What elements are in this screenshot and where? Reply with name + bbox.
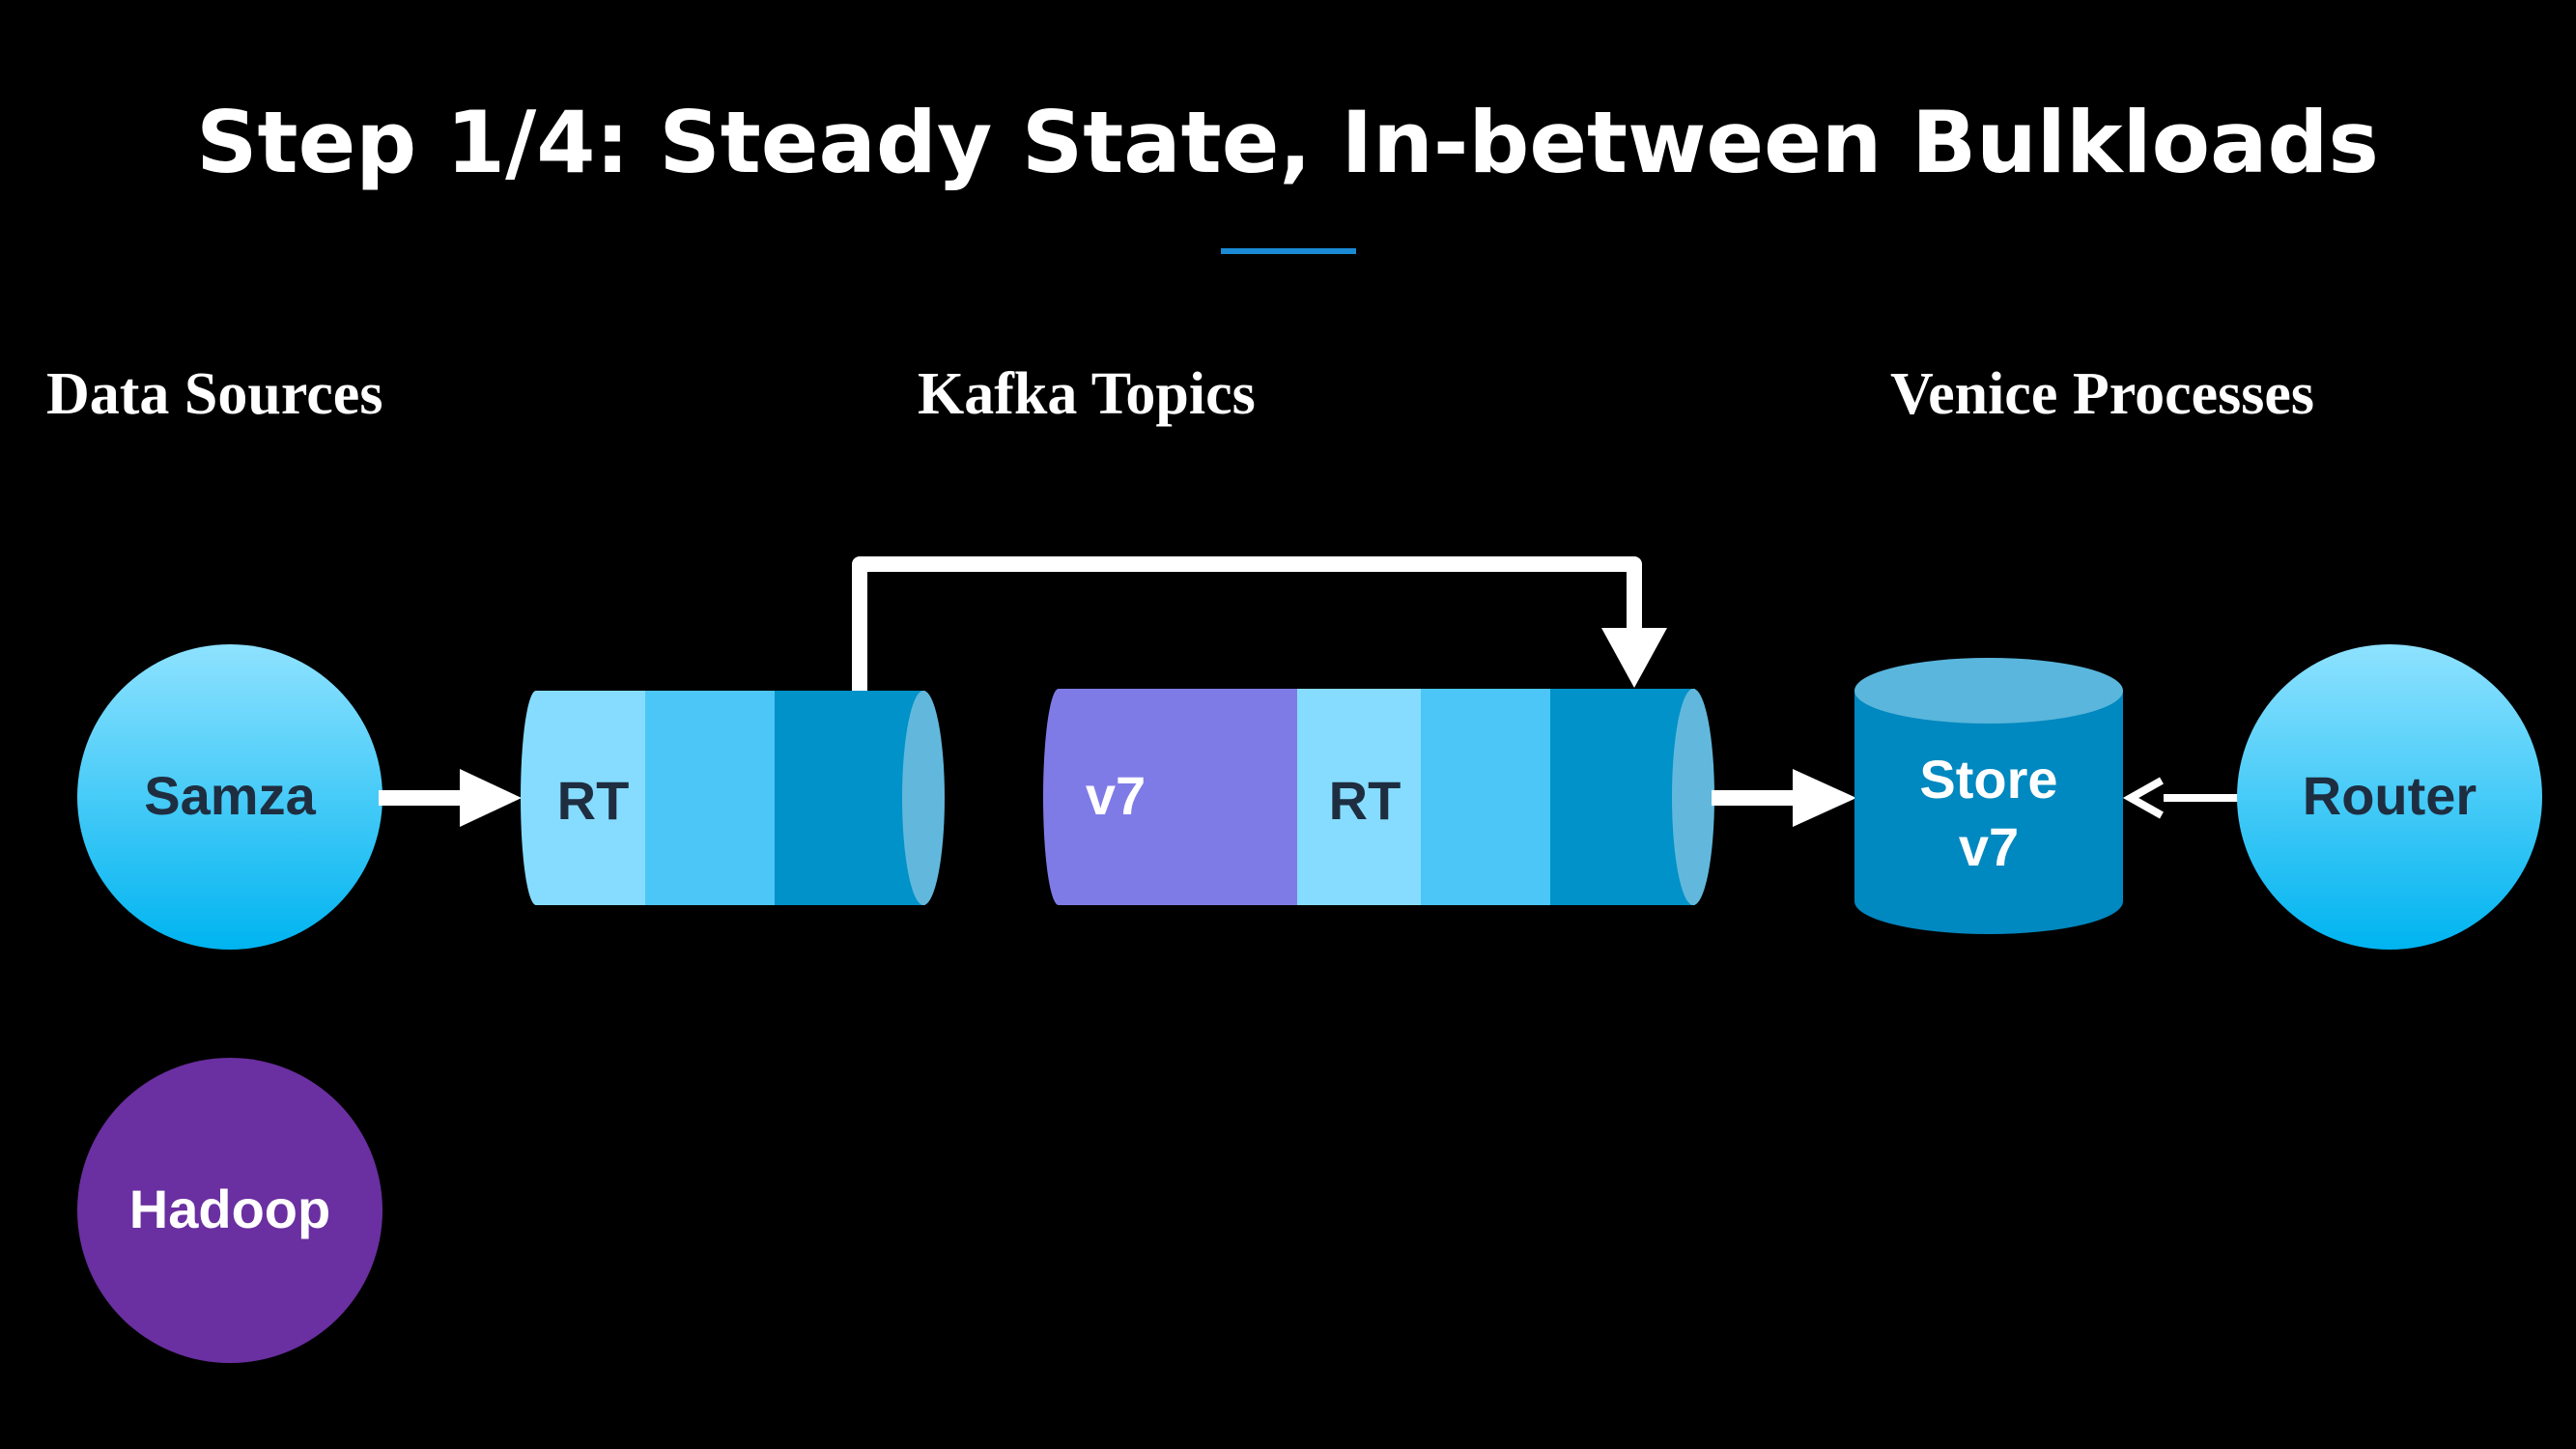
rt-cylinder-cap xyxy=(902,691,945,905)
samza-node: Samza xyxy=(77,644,382,950)
v7-cylinder-cap xyxy=(1672,689,1714,905)
v7-topic-cylinder: v7 RT xyxy=(1043,689,1714,905)
v7-rt-segment-1 xyxy=(1297,689,1423,905)
section-venice-processes: Venice Processes xyxy=(1890,361,2314,427)
store-body xyxy=(1854,691,2123,901)
section-kafka-topics: Kafka Topics xyxy=(918,361,1256,427)
router-node: Router xyxy=(2237,644,2542,950)
v7-segment xyxy=(1043,689,1299,905)
v7-rt-segment-3 xyxy=(1550,689,1695,905)
v7-label: v7 xyxy=(1086,765,1146,826)
hadoop-node: Hadoop xyxy=(77,1058,382,1363)
hadoop-circle xyxy=(77,1058,382,1363)
rt-topic-cylinder: RT xyxy=(521,691,945,905)
v7-to-store-arrow xyxy=(1712,769,1856,827)
hadoop-label: Hadoop xyxy=(129,1179,330,1239)
rt-to-v7-connector xyxy=(852,556,1667,694)
samza-to-rt-arrow xyxy=(379,769,522,827)
store-top xyxy=(1854,658,2123,724)
router-circle xyxy=(2237,644,2542,950)
store-v7-database: Store v7 xyxy=(1854,658,2123,934)
store-label-line1: Store xyxy=(1919,749,2057,810)
samza-label: Samza xyxy=(144,765,316,826)
section-data-sources: Data Sources xyxy=(46,361,382,427)
store-label-line2: v7 xyxy=(1959,816,2019,877)
rt-segment-2 xyxy=(645,691,777,905)
title-underline xyxy=(1221,248,1356,254)
rt-segment-1 xyxy=(521,691,647,905)
v7-rt-segment-2 xyxy=(1421,689,1552,905)
router-label: Router xyxy=(2303,765,2477,826)
store-bottom xyxy=(1854,868,2123,934)
rt-segment-3 xyxy=(775,691,925,905)
rt-topic-label: RT xyxy=(557,770,630,831)
v7-rt-label: RT xyxy=(1329,770,1401,831)
samza-circle xyxy=(77,644,382,950)
page-title: Step 1/4: Steady State, In-between Bulkl… xyxy=(196,93,2379,192)
router-to-store-arrow xyxy=(2122,777,2239,819)
